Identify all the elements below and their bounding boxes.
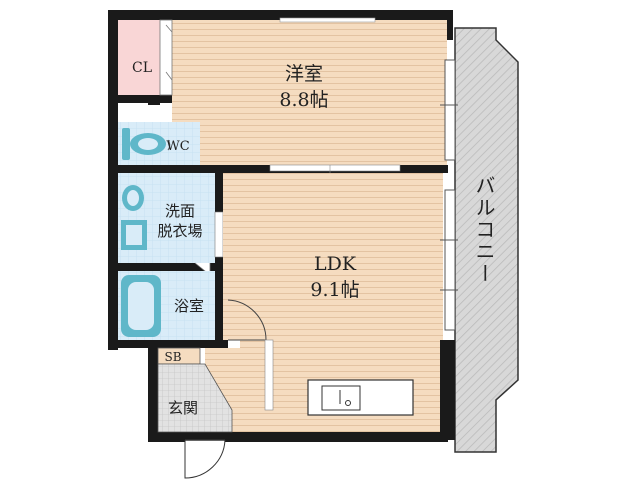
washroom — [118, 173, 224, 276]
bathroom-label: 浴室 — [174, 297, 204, 315]
washroom-label-line1: 洗面 — [165, 202, 195, 220]
closet — [118, 19, 173, 96]
western-room-name: 洋室 — [285, 63, 323, 85]
balcony — [454, 27, 519, 453]
ldk-name: LDK — [314, 253, 357, 275]
western-room — [172, 17, 458, 165]
closet-label: CL — [132, 60, 152, 76]
entrance-label: 玄関 — [168, 399, 198, 417]
shoe-box-label: SB — [164, 350, 181, 364]
washroom-label-line2: 脱衣場 — [157, 222, 202, 240]
balcony-label: バルコニー — [472, 175, 496, 285]
wc-label: WC — [166, 139, 189, 154]
bathroom — [118, 271, 215, 340]
western-room-size: 8.8帖 — [279, 89, 328, 111]
wc-room — [118, 122, 200, 165]
kitchen-counter — [307, 379, 414, 416]
ldk-size: 9.1帖 — [310, 279, 359, 301]
entrance — [157, 363, 233, 479]
